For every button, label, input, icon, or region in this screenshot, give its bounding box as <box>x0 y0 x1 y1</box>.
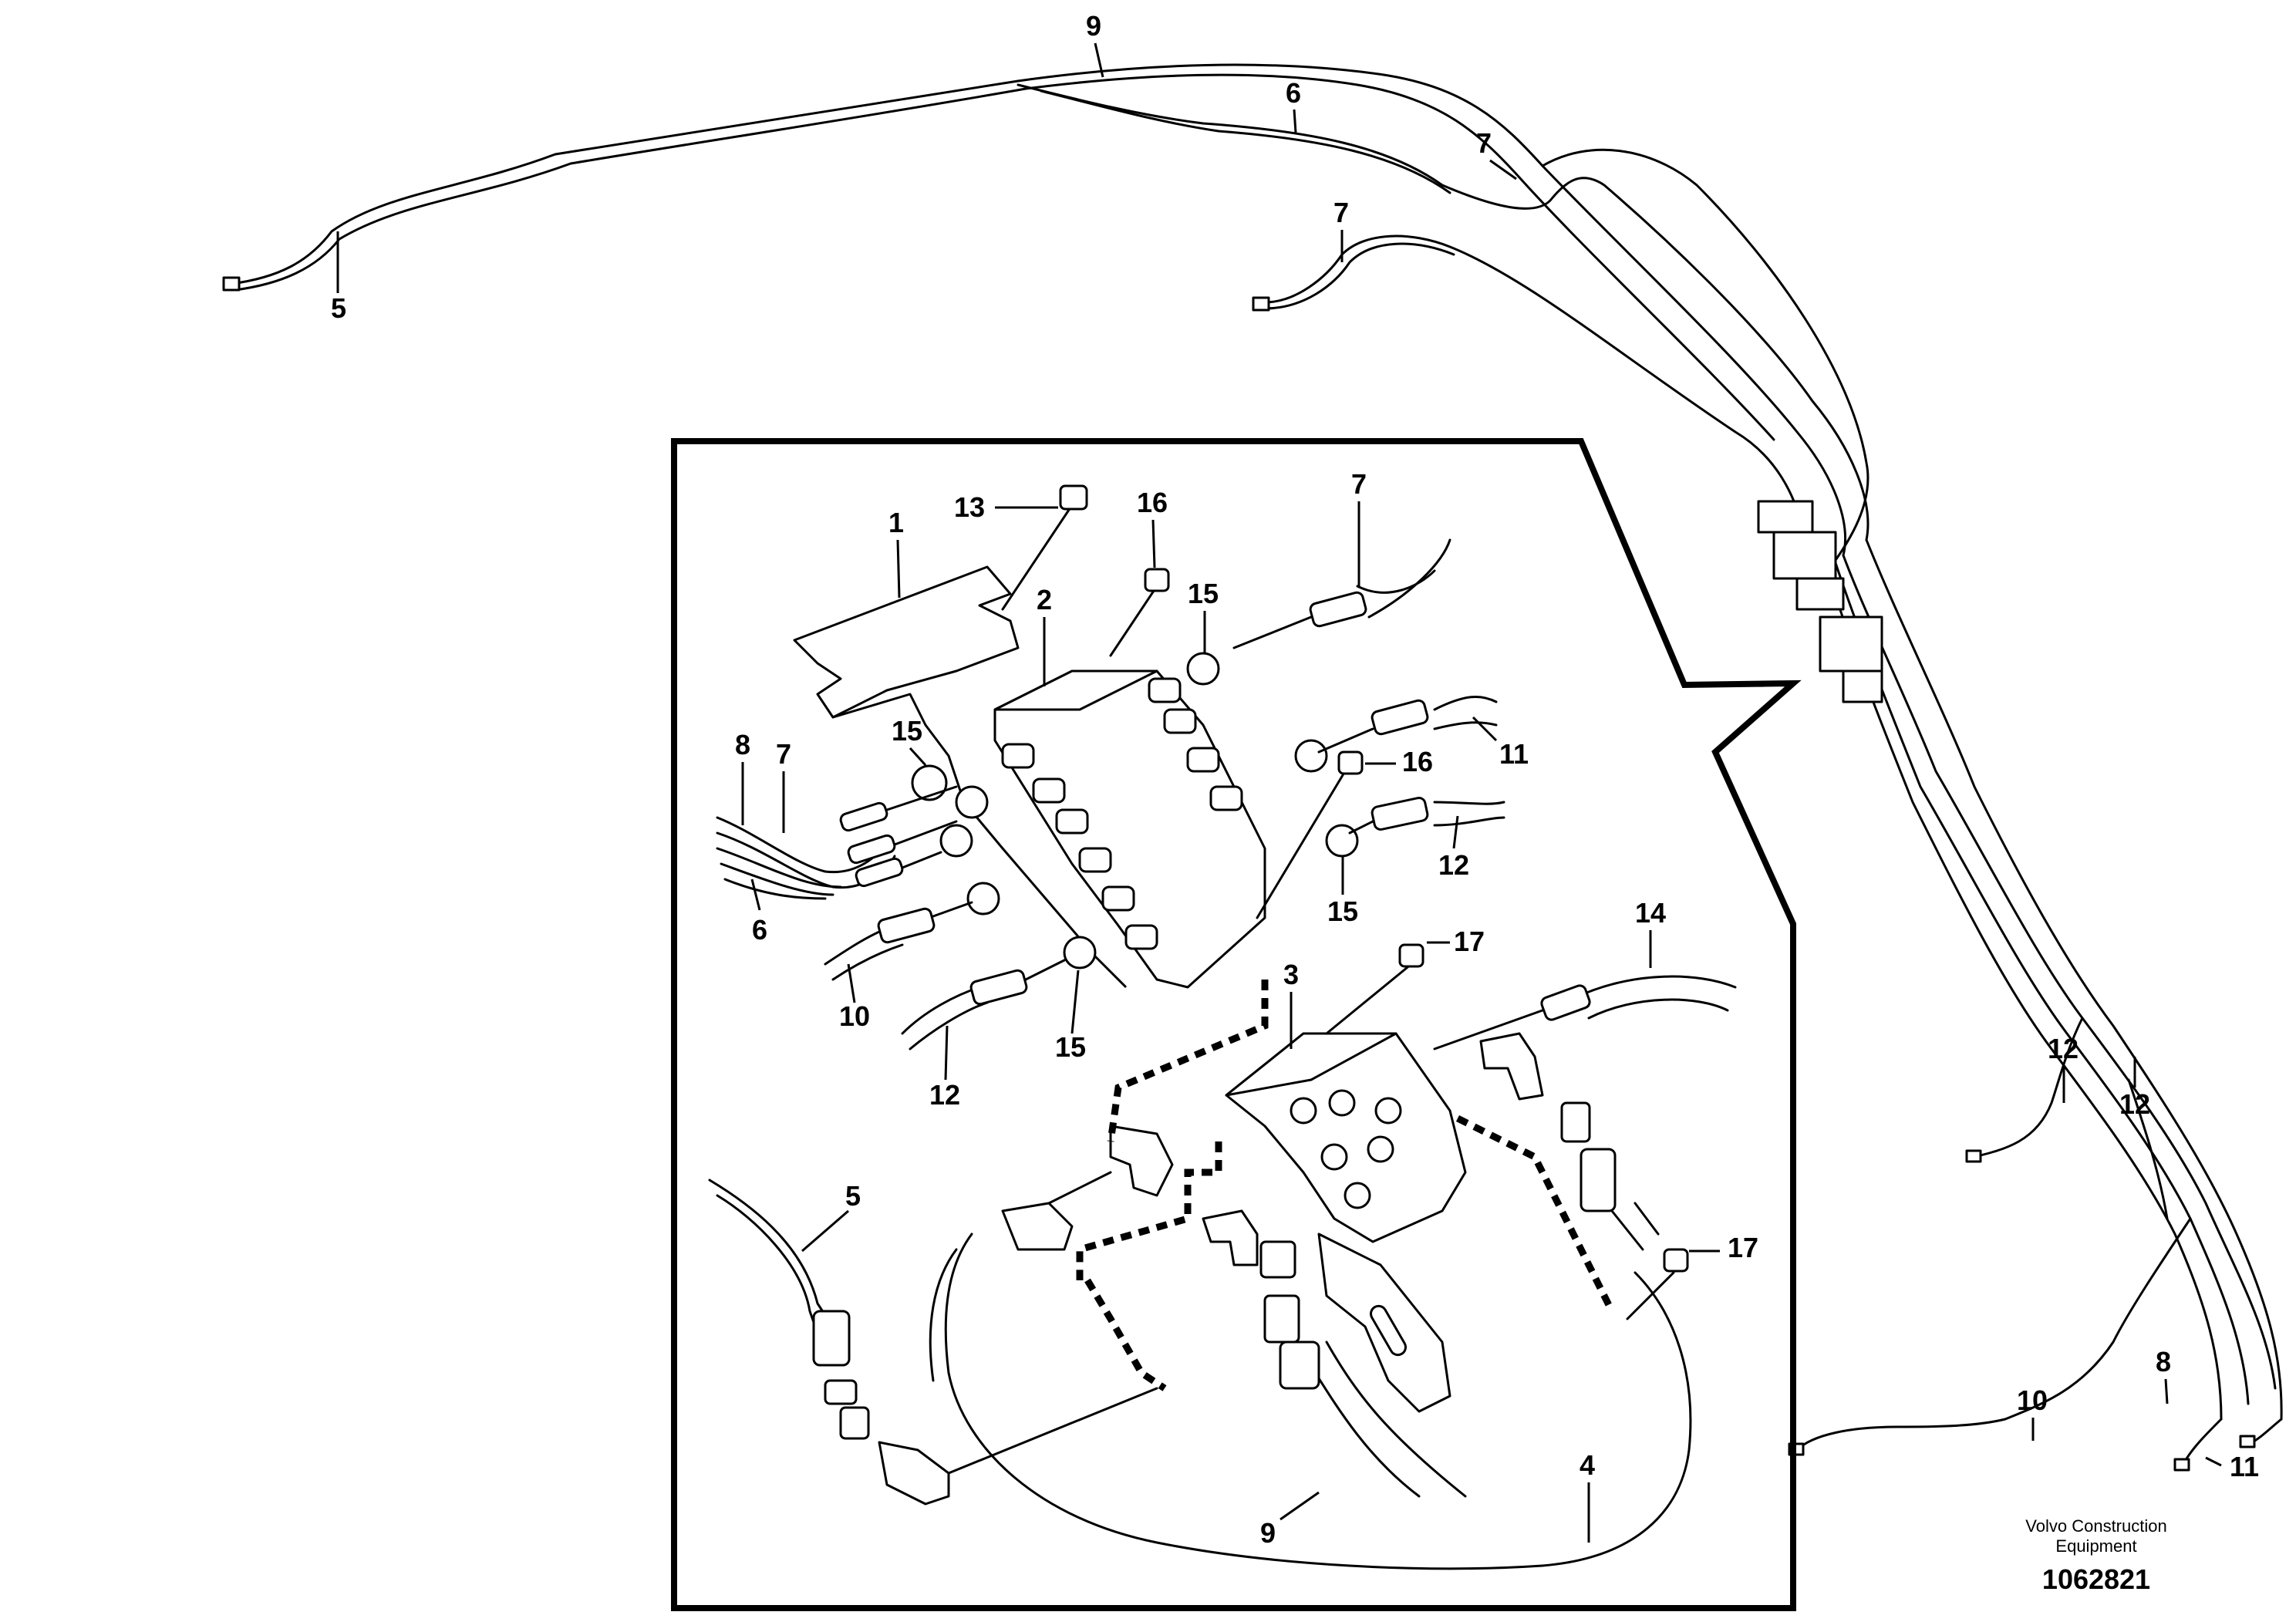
label-7-detail-left: 7 <box>776 738 791 770</box>
label-15-left: 15 <box>892 715 922 747</box>
label-5-top: 5 <box>331 292 346 324</box>
footer: Volvo Construction Equipment 1062821 <box>2025 1516 2166 1595</box>
label-5-detail: 5 <box>845 1180 861 1212</box>
brand-line-2: Equipment <box>2055 1536 2136 1556</box>
right-labels: 12 12 8 10 11 <box>2017 1033 2259 1482</box>
label-1: 1 <box>888 507 904 538</box>
label-17-bottom: 17 <box>1728 1232 1758 1263</box>
label-16-right: 16 <box>1402 746 1433 777</box>
label-4: 4 <box>1580 1449 1595 1481</box>
label-17-top: 17 <box>1454 926 1485 957</box>
label-7-top-mid: 7 <box>1333 197 1349 228</box>
label-12-detail-left: 12 <box>929 1079 960 1111</box>
label-14: 14 <box>1635 897 1666 929</box>
label-15-top: 15 <box>1188 578 1219 609</box>
label-12-detail-right: 12 <box>1438 849 1469 881</box>
label-12-right-a: 12 <box>2048 1033 2079 1064</box>
label-11-right: 11 <box>2230 1451 2259 1482</box>
reference-number: 1062821 <box>2042 1563 2150 1595</box>
detail-labels: 1 2 3 4 5 6 7 7 8 9 10 11 12 12 13 14 15… <box>735 468 1758 1549</box>
label-9-top: 9 <box>1086 10 1101 42</box>
overview-hoses <box>222 63 2283 1472</box>
label-3: 3 <box>1283 959 1299 990</box>
brand-line-1: Volvo Construction <box>2025 1516 2166 1536</box>
label-13: 13 <box>954 491 985 523</box>
label-16-top: 16 <box>1137 487 1168 518</box>
label-9-detail: 9 <box>1260 1517 1276 1549</box>
label-11-detail: 11 <box>1499 738 1529 770</box>
label-7-detail-right: 7 <box>1351 468 1367 500</box>
label-6-top: 6 <box>1286 77 1301 109</box>
label-10-right: 10 <box>2017 1384 2048 1416</box>
label-12-right-b: 12 <box>2119 1088 2150 1120</box>
label-8-detail: 8 <box>735 729 750 760</box>
label-6-detail: 6 <box>752 914 767 946</box>
overview-labels: 9 6 7 7 5 <box>331 10 1517 324</box>
label-7-top-right: 7 <box>1476 127 1492 159</box>
label-10-detail: 10 <box>839 1000 870 1032</box>
label-2: 2 <box>1037 584 1052 615</box>
label-15-bottom: 15 <box>1055 1031 1086 1063</box>
detail-frame <box>671 438 1802 1611</box>
label-8-right: 8 <box>2156 1346 2171 1378</box>
label-15-right: 15 <box>1327 895 1358 927</box>
detail-parts <box>708 484 1737 1570</box>
